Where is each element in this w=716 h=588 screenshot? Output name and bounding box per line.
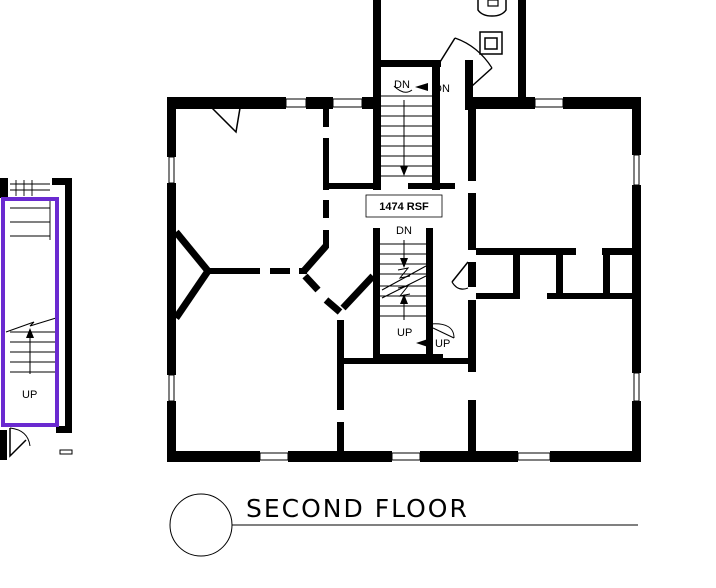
windows <box>168 98 640 461</box>
center-stair-up-right: UP <box>435 338 450 350</box>
upper-tower <box>373 0 526 190</box>
diagonal-walls <box>173 229 376 320</box>
area-label-box: 1474 RSF <box>365 194 443 218</box>
toilet-icon <box>477 0 507 17</box>
upper-stair-dn-left: DN <box>394 79 410 91</box>
area-label: 1474 RSF <box>379 201 429 213</box>
side-stair-up: UP <box>22 389 37 401</box>
bath-door-swing <box>439 37 493 87</box>
exterior-walls <box>167 97 641 462</box>
interior-walls <box>205 109 636 452</box>
upper-stair-dn-right: DN <box>434 83 450 95</box>
center-stair-up: UP <box>397 327 412 339</box>
center-stair: DN UP UP <box>380 225 455 350</box>
upper-stair: DN DN <box>381 79 450 177</box>
side-stair-highlight <box>1 197 59 427</box>
drawing-number-circle <box>169 493 233 557</box>
corridor-door-swing <box>451 261 469 290</box>
sink-icon <box>479 31 503 55</box>
center-stair-dn: DN <box>396 225 412 237</box>
side-stair: UP <box>0 178 73 460</box>
room-door-swing <box>211 107 241 134</box>
drawing-title: SECOND FLOOR <box>246 494 469 523</box>
title-block: SECOND FLOOR <box>169 493 638 557</box>
